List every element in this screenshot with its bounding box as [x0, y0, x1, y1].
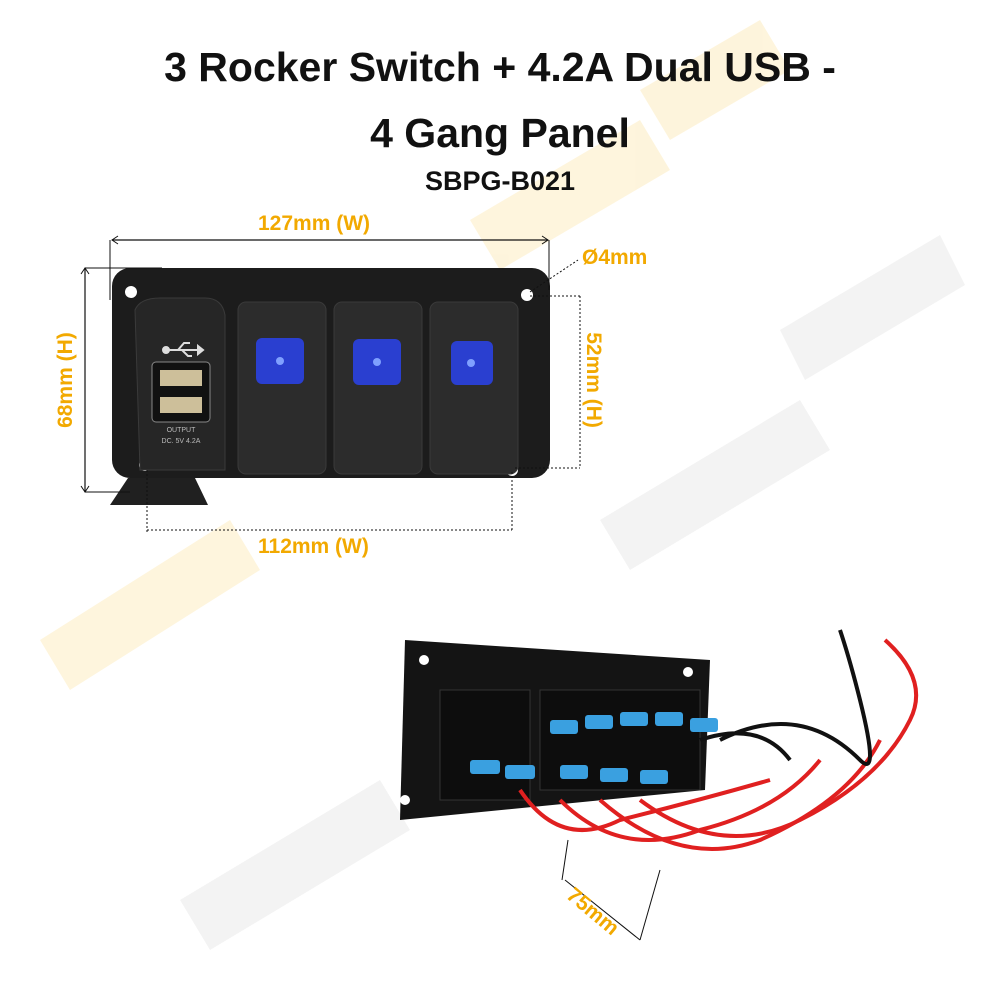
- usb-module: OUTPUT DC. 5V 4.2A: [110, 297, 226, 505]
- title-line-1: 3 Rocker Switch + 4.2A Dual USB -: [164, 44, 836, 90]
- usb-output-label: OUTPUT: [167, 427, 197, 434]
- rocker-switch-1: [237, 301, 327, 475]
- dim-width-holes: 112mm (W): [258, 535, 369, 558]
- dim-height-outer: 68mm (H): [53, 332, 77, 428]
- title-line-2: 4 Gang Panel: [370, 110, 630, 156]
- wires: [518, 629, 919, 851]
- rocker-switch-2: [333, 301, 423, 475]
- rocker-switch-3: [429, 301, 519, 475]
- mount-hole: [125, 286, 137, 298]
- dimension-lines: [80, 235, 661, 941]
- front-panel: OUTPUT DC. 5V 4.2A: [110, 268, 550, 505]
- dim-width-outer: 127mm (W): [258, 212, 371, 235]
- usb-cover: [110, 478, 208, 505]
- usb-module-rear: [439, 689, 531, 801]
- usb-output-spec: DC. 5V 4.2A: [162, 438, 201, 445]
- model-number: SBPG-B021: [424, 166, 576, 196]
- spade-connectors: [470, 712, 718, 784]
- dim-hole-diameter: Ø4mm: [582, 246, 648, 269]
- dim-height-holes: 52mm (H): [581, 332, 605, 428]
- usb-icon: [162, 342, 205, 357]
- rear-panel: [400, 629, 919, 851]
